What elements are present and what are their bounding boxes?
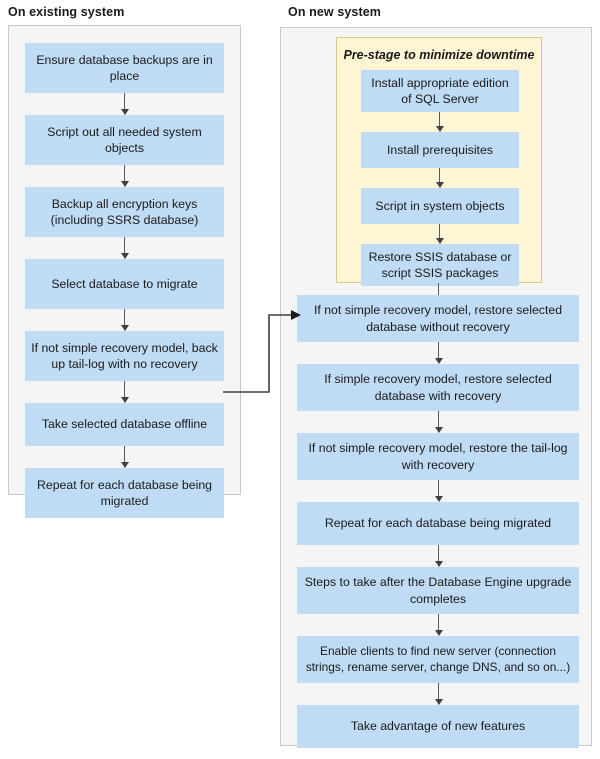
arrow-backup-tail-log-to-take-offline (120, 381, 129, 403)
node-restore-ssis-database[interactable]: Restore SSIS database or script SSIS pac… (361, 244, 519, 286)
panel-new-system: Pre-stage to minimize downtime Install a… (280, 27, 592, 748)
arrow-script-objects-to-encryption-keys (120, 165, 129, 187)
arrow-ensure-backups-to-script-objects (120, 93, 129, 115)
prestage-group-title: Pre-stage to minimize downtime (343, 48, 535, 62)
node-install-sql-server[interactable]: Install appropriate edition of SQL Serve… (361, 70, 519, 112)
node-repeat-each-database-left[interactable]: Repeat for each database being migrated (25, 468, 224, 518)
node-backup-encryption-keys[interactable]: Backup all encryption keys (including SS… (25, 187, 224, 237)
column-title-new-system: On new system (288, 5, 381, 19)
node-post-upgrade-steps[interactable]: Steps to take after the Database Engine … (297, 567, 579, 614)
arrow-restore-without-to-restore-with (434, 342, 443, 364)
node-select-database[interactable]: Select database to migrate (25, 259, 224, 309)
arrow-restore-tail-log-to-repeat (434, 480, 443, 502)
node-install-prerequisites[interactable]: Install prerequisites (361, 132, 519, 168)
node-take-advantage-new-features[interactable]: Take advantage of new features (297, 705, 579, 748)
arrow-prereqs-to-script-objects (435, 168, 444, 188)
arrow-script-objects-to-restore-ssis (435, 224, 444, 244)
panel-existing-system: Ensure database backups are in place Scr… (8, 25, 241, 518)
arrow-install-sql-to-prereqs (435, 112, 444, 132)
arrow-enable-clients-to-new-features (434, 683, 443, 705)
node-script-in-system-objects[interactable]: Script in system objects (361, 188, 519, 224)
arrow-encryption-keys-to-select-database (120, 237, 129, 259)
node-script-system-objects[interactable]: Script out all needed system objects (25, 115, 224, 165)
node-restore-without-recovery[interactable]: If not simple recovery model, restore se… (297, 295, 579, 342)
arrow-select-database-to-backup-tail-log (120, 309, 129, 331)
arrow-repeat-to-post-upgrade (434, 545, 443, 567)
node-repeat-each-database-right[interactable]: Repeat for each database being migrated (297, 502, 579, 545)
column-title-existing-system: On existing system (8, 5, 125, 19)
prestage-group: Pre-stage to minimize downtime Install a… (336, 37, 542, 286)
node-restore-with-recovery[interactable]: If simple recovery model, restore select… (297, 364, 579, 411)
arrow-take-offline-to-repeat (120, 446, 129, 468)
node-restore-tail-log[interactable]: If not simple recovery model, restore th… (297, 433, 579, 480)
node-ensure-backups[interactable]: Ensure database backups are in place (25, 43, 224, 93)
arrow-post-upgrade-to-enable-clients (434, 614, 443, 636)
arrow-restore-with-to-restore-tail-log (434, 411, 443, 433)
node-backup-tail-log[interactable]: If not simple recovery model, back up ta… (25, 331, 224, 381)
node-take-selected-database-offline[interactable]: Take selected database offline (25, 403, 224, 446)
node-enable-clients[interactable]: Enable clients to find new server (conne… (297, 636, 579, 683)
